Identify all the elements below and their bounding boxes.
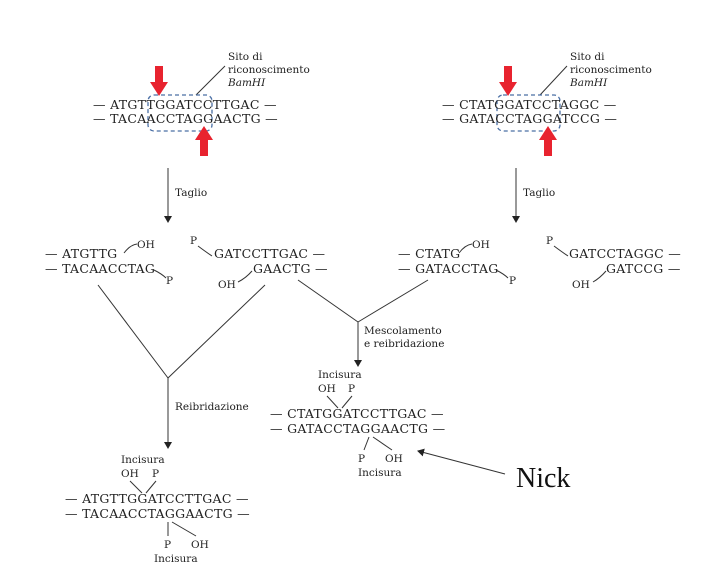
right-frag-b-top: GATCCTAGGC —	[569, 246, 681, 261]
reanneal-nick-label-top: Incisura	[121, 454, 165, 466]
reanneal-bottom-p: P	[164, 539, 171, 551]
reanneal-nick-label-bottom: Incisura	[154, 553, 198, 565]
nick-annotation: Nick	[516, 463, 570, 494]
mix-product: Incisura OH P — CTATGGATCCTTGAC — — GATA…	[270, 369, 445, 479]
right-frag-a-top: — CTATG	[398, 246, 460, 261]
right-cut-arrow-top	[499, 66, 517, 96]
reanneal-product: Incisura OH P — ATGTTGGATCCTTGAC — — TAC…	[65, 454, 250, 565]
left-site-pointer	[195, 65, 226, 96]
right-frag-a-oh: OH	[472, 239, 490, 251]
right-site-pointer	[539, 65, 568, 96]
reanneal-bottom-oh: OH	[191, 539, 209, 551]
mix-bottom-oh: OH	[385, 453, 403, 465]
mix-label-1: Mescolamento	[364, 325, 442, 337]
reanneal-top-oh: OH	[121, 468, 139, 480]
mix-top-p: P	[348, 383, 355, 395]
mix-bottom-strand: — GATACCTAGGAACTG —	[270, 421, 445, 436]
converge-line-left	[97, 284, 169, 379]
right-site-box	[496, 94, 561, 132]
right-bottom-strand: — GATACCTAGGATCCG —	[442, 111, 617, 126]
left-recognition-site: Sito di riconoscimento BamHI — ATGTTGGAT…	[93, 51, 310, 156]
right-site-label-1: Sito di	[570, 51, 605, 63]
left-cut-arrow-top	[150, 66, 168, 96]
nick-pointer-arrow	[417, 448, 506, 475]
mix-label-2: e reibridazione	[364, 338, 444, 350]
reanneal-bottom-strand: — TACAACCTAGGAACTG —	[65, 506, 250, 521]
right-recognition-site: Sito di riconoscimento BamHI — CTATGGATC…	[442, 51, 652, 156]
converge-line-right	[167, 284, 266, 379]
left-bottom-strand: — TACAACCTAGGAACTG —	[93, 111, 278, 126]
mix-nick-label-top: Incisura	[318, 369, 362, 381]
left-cut-label: Taglio	[175, 187, 207, 199]
mix-bottom-p: P	[358, 453, 365, 465]
mix-line-right	[357, 279, 429, 323]
reanneal-label: Reibridazione	[175, 401, 249, 413]
left-frag-a-top: — ATGTTG	[45, 246, 117, 261]
left-site-enzyme: BamHI	[227, 77, 266, 89]
mix-top-strand: — CTATGGATCCTTGAC —	[270, 406, 444, 421]
right-cut-label: Taglio	[523, 187, 555, 199]
left-top-strand: — ATGTTGGATCCTTGAC —	[93, 97, 277, 112]
mix-line-left	[297, 279, 359, 323]
left-frag-b-bottom: GAACTG —	[253, 261, 328, 276]
right-site-enzyme: BamHI	[569, 77, 608, 89]
right-frag-b-oh: OH	[572, 279, 590, 291]
reanneal-top-p: P	[152, 468, 159, 480]
right-site-label-2: riconoscimento	[570, 64, 652, 76]
left-frag-a-oh: OH	[137, 239, 155, 251]
right-cut-arrow-bottom	[539, 126, 557, 156]
left-site-label-2: riconoscimento	[228, 64, 310, 76]
mix-nick-label-bottom: Incisura	[358, 467, 402, 479]
left-fragments: — ATGTTG — TACAACCTAG OH P P GATCCTTGAC …	[45, 235, 328, 291]
right-fragments: — CTATG — GATACCTAG OH P P GATCCTAGGC — …	[398, 235, 681, 291]
left-frag-a-p: P	[166, 275, 173, 287]
left-frag-b-top: GATCCTTGAC —	[214, 246, 325, 261]
mix-top-oh: OH	[318, 383, 336, 395]
right-frag-b-p: P	[546, 235, 553, 247]
left-frag-b-p: P	[190, 235, 197, 247]
reanneal-top-strand: — ATGTTGGATCCTTGAC —	[65, 491, 249, 506]
left-frag-b-oh: OH	[218, 279, 236, 291]
left-cut-arrow-bottom	[195, 126, 213, 156]
right-frag-b-bottom: GATCCG —	[606, 261, 681, 276]
right-frag-a-bottom: — GATACCTAG	[398, 261, 499, 276]
left-frag-a-bottom: — TACAACCTAG	[45, 261, 155, 276]
right-top-strand: — CTATGGATCCTAGGC —	[442, 97, 617, 112]
left-site-box	[147, 94, 213, 132]
right-frag-a-p: P	[509, 275, 516, 287]
left-site-label-1: Sito di	[228, 51, 263, 63]
